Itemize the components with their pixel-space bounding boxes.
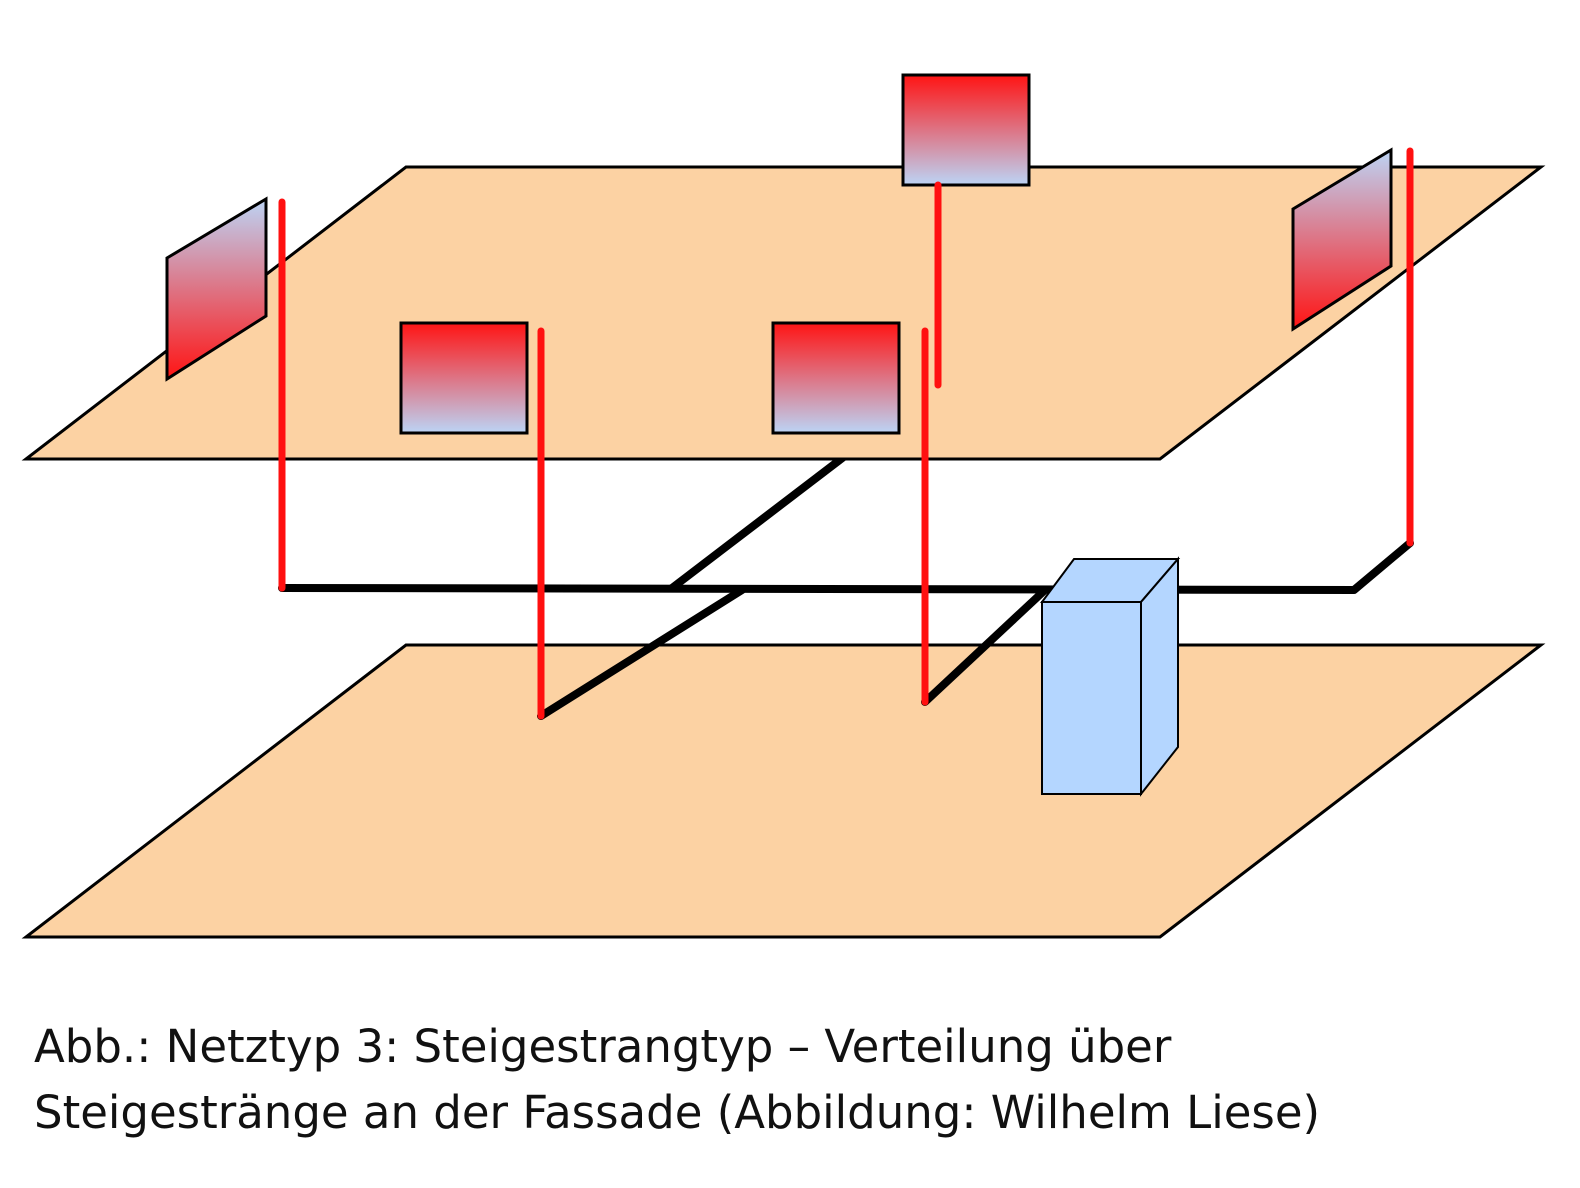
riser-pipes	[278, 147, 1414, 720]
caption-line-1: Abb.: Netztyp 3: Steigestrangtyp – Verte…	[34, 1020, 1172, 1073]
radiator-icon	[399, 321, 529, 435]
lower-floor-slab	[21, 643, 1546, 939]
radiator-icon	[771, 321, 901, 435]
boiler-front	[1041, 601, 1142, 795]
main-horizontal-pipe	[278, 539, 1414, 594]
boiler-icon	[1040, 556, 1181, 797]
branch-pipe-to-right-riser	[921, 586, 1049, 706]
caption-line-2: Steigestränge an der Fassade (Abbildung:…	[34, 1086, 1321, 1139]
radiator-icon	[165, 196, 268, 382]
heating-network-diagram	[21, 73, 1546, 939]
radiator-icon	[1291, 147, 1393, 332]
radiator-icon	[901, 73, 1031, 187]
branch-pipe-to-left-riser	[537, 586, 746, 720]
radiators	[165, 73, 1393, 435]
figure-caption: Abb.: Netztyp 3: Steigestrangtyp – Verte…	[34, 1014, 1534, 1146]
